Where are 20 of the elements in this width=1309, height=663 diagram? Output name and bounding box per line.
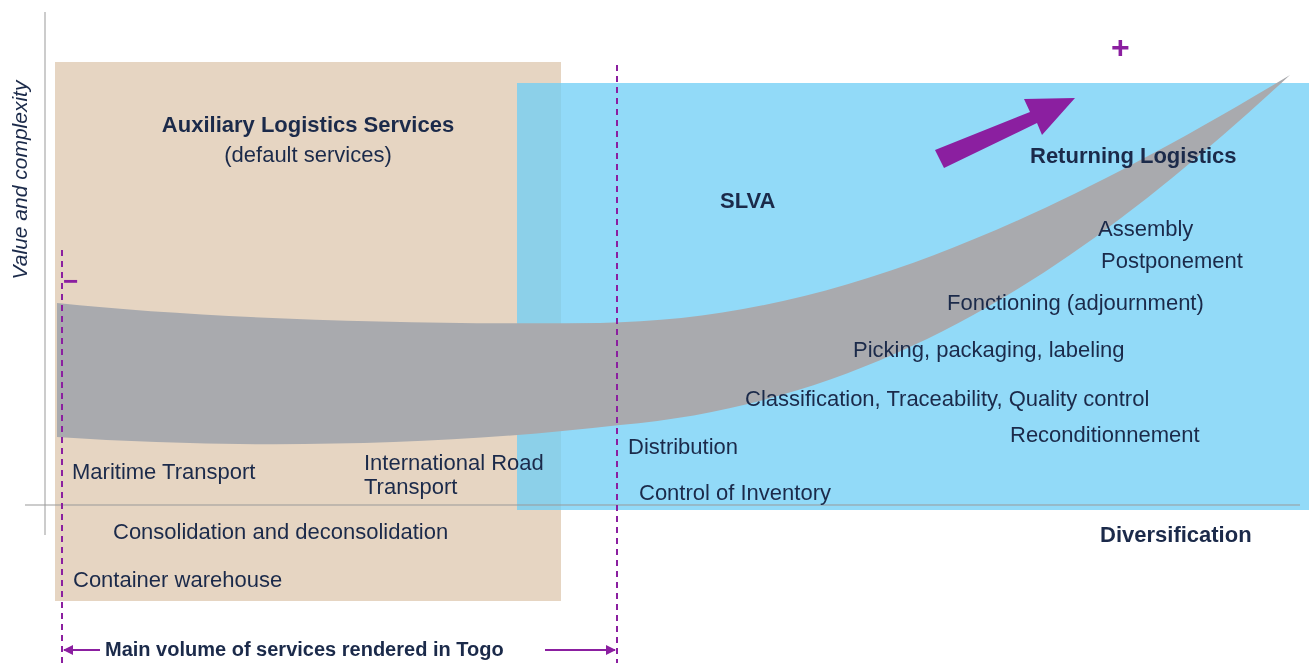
minus-sign: − [63,268,79,294]
service-label: International Road Transport [364,451,545,499]
panel-subheading: (default services) [224,142,392,168]
service-label: Assembly [1098,216,1194,242]
service-label: Picking, packaging, labeling [853,337,1125,363]
service-label: Distribution [628,434,739,460]
service-label: Reconditionnement [1010,422,1200,448]
service-label: Container warehouse [73,567,283,593]
panel-heading: Auxiliary Logistics Services [161,112,455,138]
plus-sign: + [1111,34,1130,60]
zone-heading: Returning Logistics [1030,143,1237,169]
axis-title: Diversification [1100,522,1252,548]
panel-heading: SLVA [720,188,776,214]
service-label: Consolidation and deconsolidation [113,519,449,545]
service-label: Control of Inventory [639,480,831,506]
axis-title: Value and complexity [7,80,32,280]
service-label: Fonctioning (adjournment) [947,290,1204,316]
service-label: Maritime Transport [72,459,256,485]
service-label: Postponement [1101,248,1243,274]
service-label: Classification, Traceability, Quality control [745,386,1150,412]
